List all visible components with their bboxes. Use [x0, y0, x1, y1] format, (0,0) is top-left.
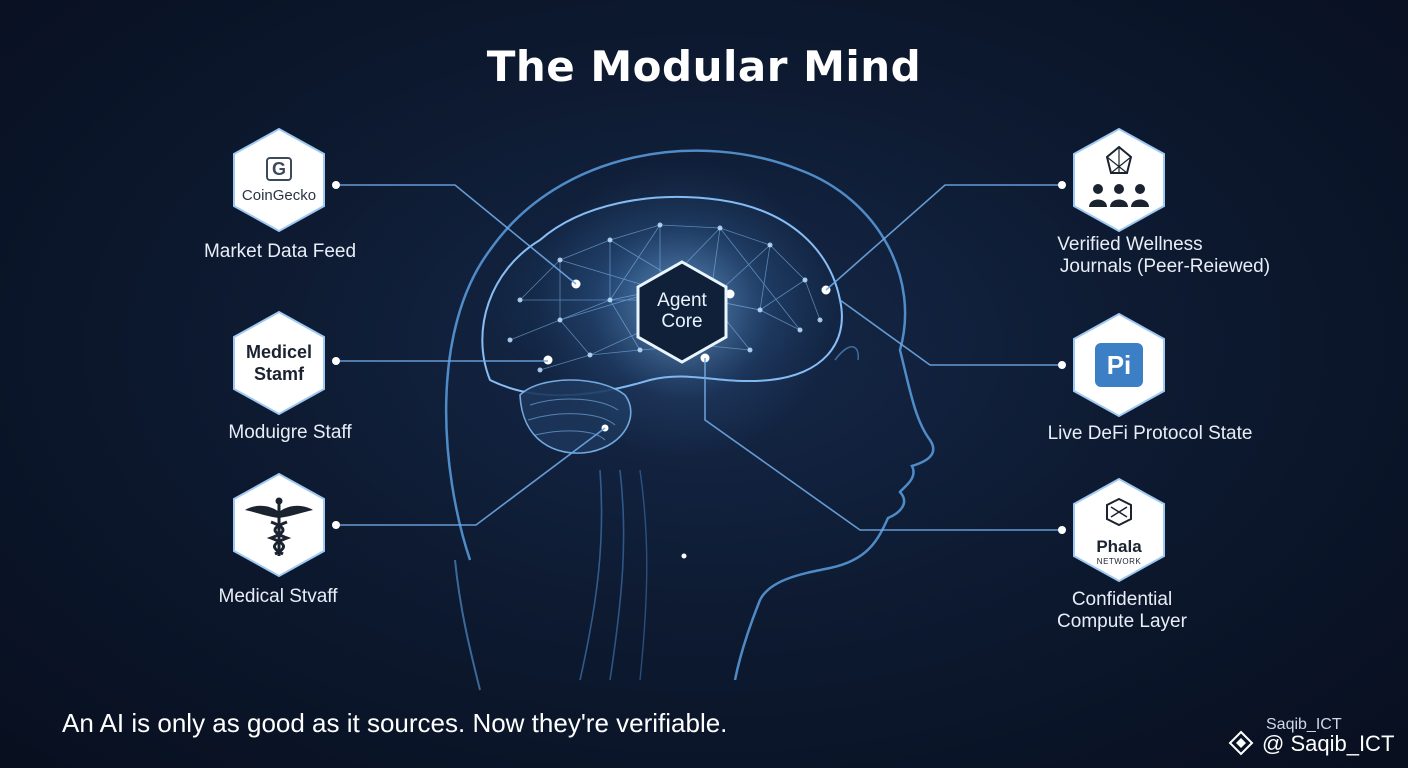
phala-logo-text: Phala: [1071, 537, 1167, 557]
module-label-moduigre-staff: Moduigre Staff: [190, 422, 390, 444]
medicel-logo-line1: Medicel: [246, 341, 312, 363]
phala-network-module[interactable]: Phala NETWORK: [1071, 477, 1167, 583]
module-label-medical-stvaff: Medical Stvaff: [178, 586, 378, 608]
watermark-handle: @ Saqib_ICT: [1262, 731, 1394, 757]
coingecko-module[interactable]: G CoinGecko: [231, 127, 327, 233]
agent-core-label: Agent Core: [636, 290, 728, 332]
coingecko-logo-text: CoinGecko: [242, 187, 316, 204]
module-label-verified-wellness: Verified Wellness: [1030, 234, 1230, 256]
module-label-confidential: Confidential: [1022, 589, 1222, 611]
binance-diamond-icon: [1228, 730, 1254, 756]
module-label-journals: Journals (Peer-Reiewed): [1050, 256, 1280, 278]
tagline: An AI is only as good as it sources. Now…: [62, 708, 727, 739]
phala-logo-icon: [1071, 477, 1167, 583]
phala-logo-subtext: NETWORK: [1071, 557, 1167, 566]
coingecko-logo-icon: G: [266, 157, 292, 181]
wellness-journals-module[interactable]: [1071, 127, 1167, 233]
module-label-market-data-feed: Market Data Feed: [180, 241, 380, 263]
defi-protocol-module[interactable]: Pi: [1071, 312, 1167, 418]
medical-staff-module[interactable]: [231, 472, 327, 578]
medicel-logo-line2: Stamf: [254, 363, 304, 385]
module-label-live-defi: Live DeFi Protocol State: [1040, 423, 1260, 445]
caduceus-icon: [231, 472, 327, 578]
page-title: The Modular Mind: [0, 42, 1408, 91]
pi-logo-icon: Pi: [1095, 343, 1143, 387]
module-label-compute-layer: Compute Layer: [1022, 611, 1222, 633]
network-people-icon: [1071, 127, 1167, 233]
medicel-stamf-module[interactable]: Medicel Stamf: [231, 310, 327, 416]
